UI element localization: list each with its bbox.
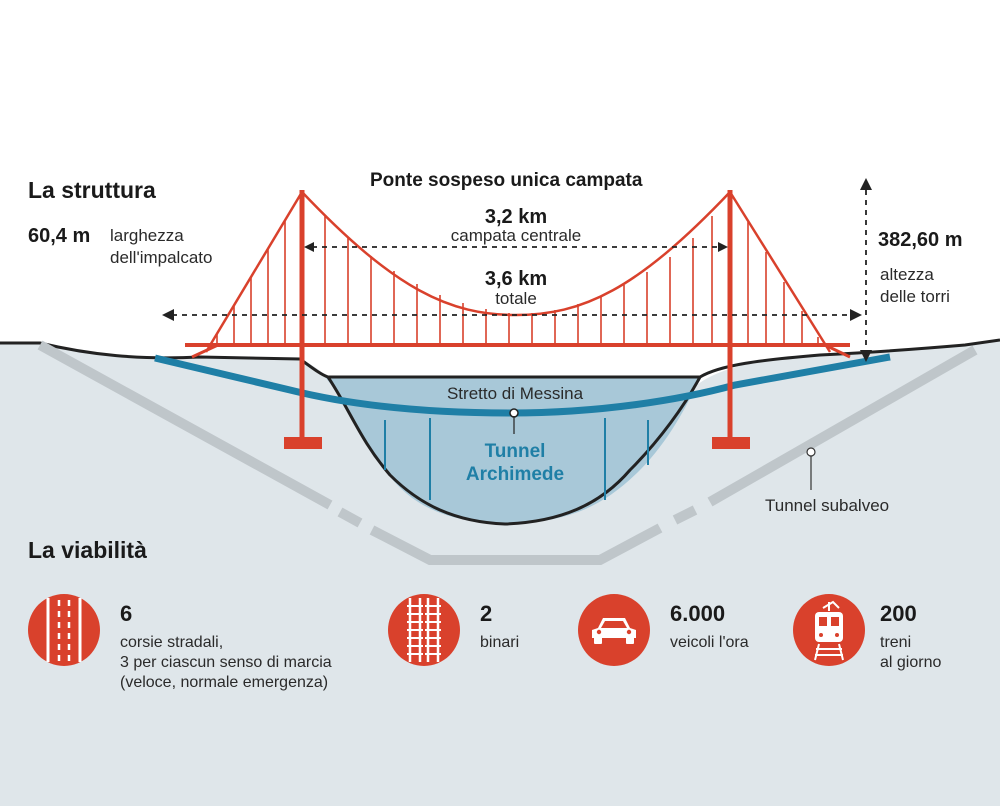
coastline <box>0 338 1000 379</box>
dimension-tower-height <box>860 178 872 362</box>
seabed <box>326 376 702 526</box>
trains-desc-line-2: al giorno <box>880 654 942 671</box>
trains-description: treni al giorno <box>880 633 941 673</box>
bridge-title: Ponte sospeso unica campata <box>370 170 643 191</box>
dimension-total-length <box>162 309 862 321</box>
tracks-description: binari <box>480 633 519 653</box>
tower-height-label-1: altezza <box>880 265 934 284</box>
vehicles-description: veicoli l'ora <box>670 633 749 653</box>
car-icon <box>578 594 650 666</box>
sea-water <box>325 377 700 524</box>
tunnel-subalveo <box>37 340 978 565</box>
structure-heading: La struttura <box>28 177 156 203</box>
rail-tracks-icon <box>388 594 460 666</box>
deck-width-label-2: dell'impalcato <box>110 248 213 267</box>
lanes-desc-line-2: 3 per ciascun senso di marcia <box>120 654 332 671</box>
tunnel-subalveo-label: Tunnel subalveo <box>765 496 890 515</box>
deck-width-value: 60,4 m <box>28 225 91 247</box>
tunnel-archimede-label-1: Tunnel <box>484 441 546 462</box>
strait-label: Stretto di Messina <box>446 384 584 403</box>
bridge <box>185 190 851 449</box>
tracks-value: 2 <box>480 601 493 626</box>
road-lanes-icon <box>28 594 100 666</box>
main-cable-left <box>204 191 304 353</box>
tunnel-archimede-marker <box>509 408 519 418</box>
main-cable-right <box>728 191 832 353</box>
total-length-label: totale <box>495 289 537 308</box>
lanes-desc-line-3: (veloce, normale emergenza) <box>120 674 329 691</box>
trains-desc-line-1: treni <box>880 634 912 651</box>
central-span-label: campata centrale <box>450 226 582 245</box>
tunnel-archimede-label-2: Archimede <box>465 464 565 485</box>
central-span-value: 3,2 km <box>484 206 548 228</box>
tunnel-supports <box>384 418 649 500</box>
lanes-desc-line-1: corsie stradali, <box>120 634 224 651</box>
dimension-central-span <box>304 242 728 252</box>
tower-height-value: 382,60 m <box>878 229 963 251</box>
vehicles-desc-line-1: veicoli l'ora <box>670 634 749 651</box>
vehicles-value: 6.000 <box>670 601 726 626</box>
deck-width-label-1: larghezza <box>110 226 184 245</box>
lanes-value: 6 <box>120 601 133 626</box>
train-icon <box>793 594 865 666</box>
lanes-description: corsie stradali, 3 per ciascun senso di … <box>120 633 332 693</box>
total-length-value: 3,6 km <box>484 268 548 290</box>
trains-value: 200 <box>880 601 917 626</box>
tower-height-label-2: delle torri <box>880 287 950 306</box>
tracks-desc-line-1: binari <box>480 634 520 651</box>
viability-heading: La viabilità <box>28 537 147 563</box>
